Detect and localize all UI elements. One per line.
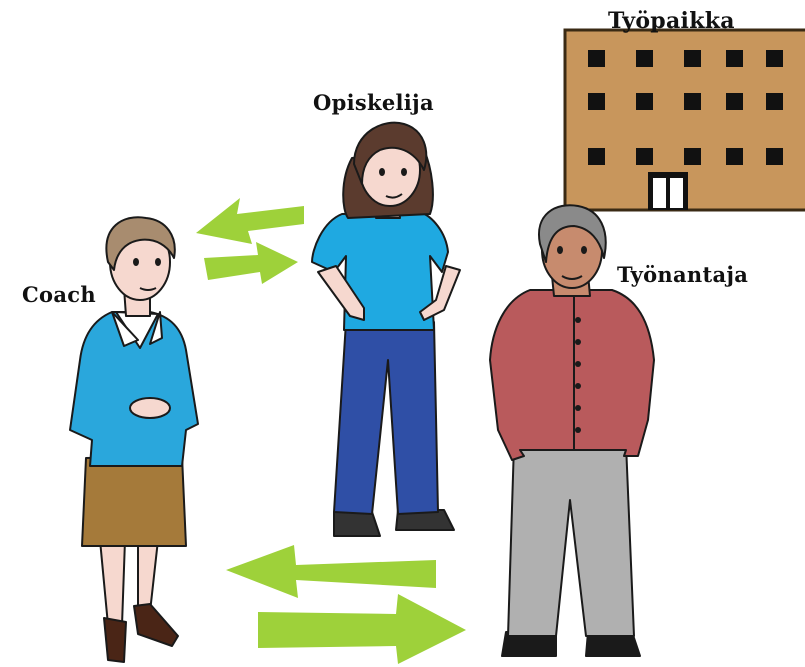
student-figure xyxy=(311,121,461,537)
coach-figure xyxy=(69,216,199,663)
arrow-coach-to-student xyxy=(204,242,298,284)
workplace-building xyxy=(563,28,805,212)
cardigan-buttons xyxy=(575,317,581,433)
arrow-employer-to-coach xyxy=(226,545,436,598)
employer-label: Työnantaja xyxy=(617,262,749,287)
arrow-coach-to-employer xyxy=(258,594,466,664)
student-label: Opiskelija xyxy=(313,90,434,115)
building-windows xyxy=(588,50,783,165)
coach-label: Coach xyxy=(22,282,96,307)
arrow-student-to-coach xyxy=(196,198,304,244)
building-door xyxy=(648,172,688,210)
employer-figure xyxy=(489,204,655,657)
workplace-label: Työpaikka xyxy=(608,8,735,34)
